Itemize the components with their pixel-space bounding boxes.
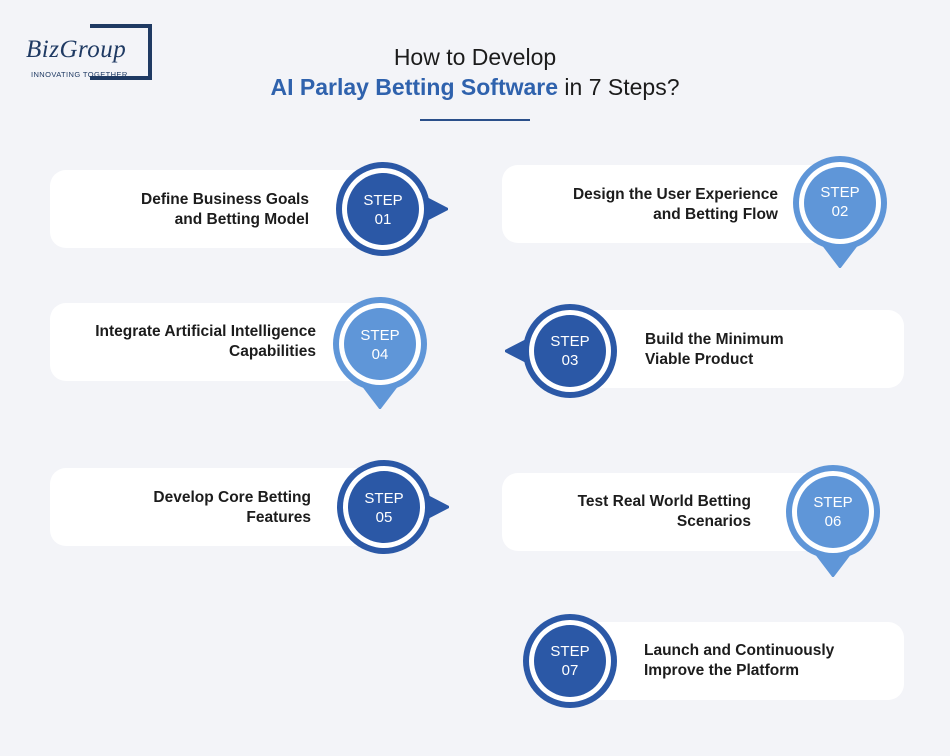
logo-tagline: INNOVATING TOGETHER [31, 70, 128, 79]
badge-disc [347, 173, 419, 245]
title-line-2: AI Parlay Betting Software in 7 Steps? [0, 74, 950, 101]
logo-frame [90, 24, 152, 80]
step-07-badge-graphic [523, 614, 617, 708]
title-line-1: How to Develop [393, 44, 557, 70]
step-04-badge-graphic [333, 297, 427, 409]
title-suffix: in 7 Steps? [558, 74, 680, 100]
logo-wordmark: BizGroup [26, 36, 127, 63]
step-03-card [570, 310, 904, 388]
badge-disc [804, 167, 876, 239]
arrow-down-icon [361, 385, 399, 409]
step-06-card [502, 473, 832, 551]
step-03-badge-graphic [505, 304, 617, 398]
badge-disc [797, 476, 869, 548]
arrow-down-icon [821, 244, 859, 268]
brand-logo: BizGroup INNOVATING TOGETHER [24, 22, 159, 84]
step-02-card [502, 165, 832, 243]
badge-disc [344, 308, 416, 380]
step-02-badge-graphic [793, 156, 887, 268]
step-07-card [570, 622, 904, 700]
step-06-badge-graphic [786, 465, 880, 577]
arrow-down-icon [814, 553, 852, 577]
title-highlight: AI Parlay Betting Software [270, 74, 559, 100]
step-01-card [50, 170, 380, 248]
step-05-card [50, 468, 380, 546]
title-divider [420, 119, 530, 121]
badge-disc [534, 625, 606, 697]
step-05-badge-graphic [337, 460, 449, 554]
badge-disc [348, 471, 420, 543]
step-04-card [50, 303, 380, 381]
step-01-badge-graphic [336, 162, 448, 256]
badge-disc [534, 315, 606, 387]
